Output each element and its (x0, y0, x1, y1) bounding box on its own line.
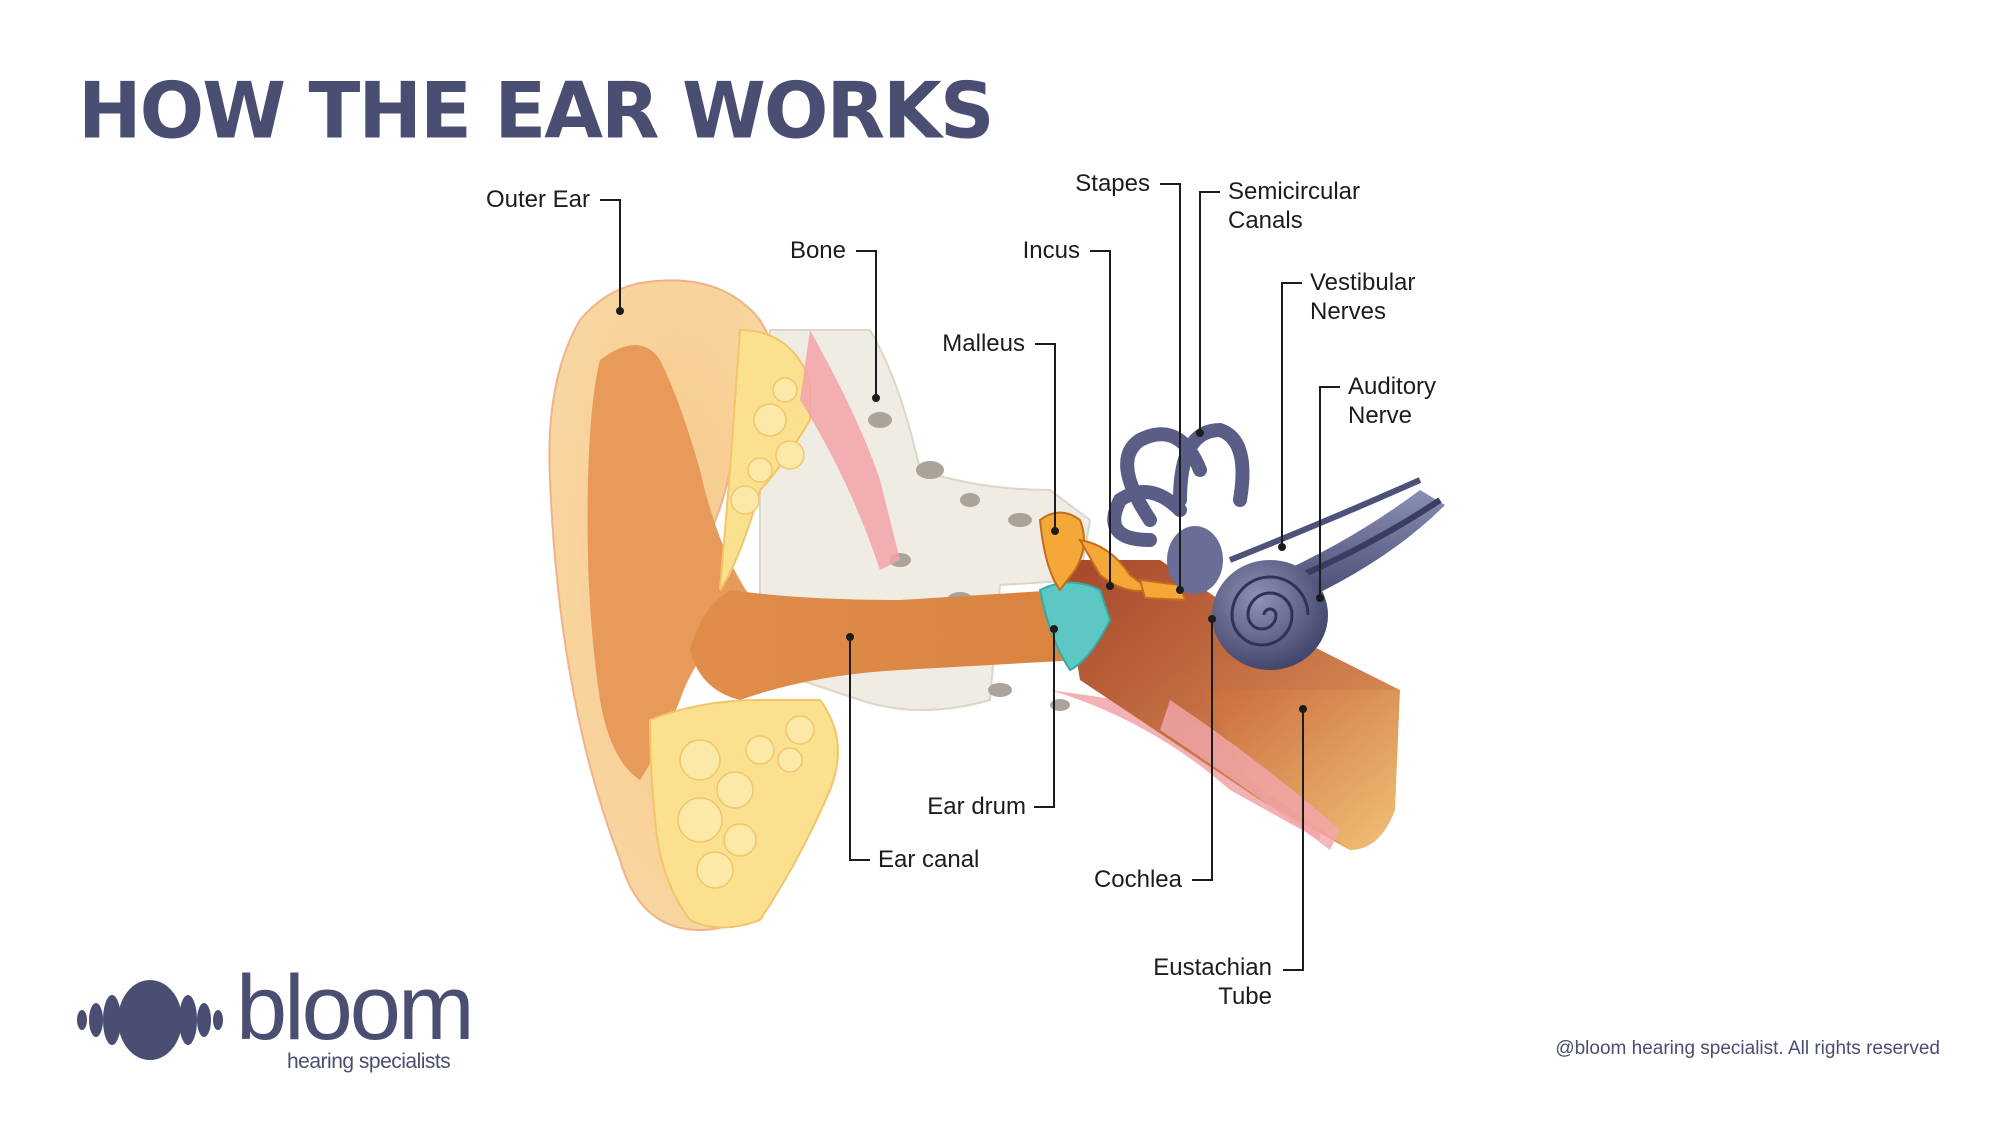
label-cochlea: Cochlea (1093, 866, 1182, 893)
eustachian-tube-shape (1200, 690, 1400, 850)
leader-stapes (1160, 183, 1181, 590)
label-ear-canal: Ear canal (878, 846, 980, 873)
leader-eustachian (1283, 710, 1304, 971)
label-semicircular-canals: Semicircular Canals (1228, 177, 1360, 235)
label-auditory-nerve: Auditory Nerve (1348, 372, 1436, 430)
outer-ear-shape (548, 279, 839, 932)
leader-malleus (1035, 343, 1056, 530)
leader-semicircular (1199, 191, 1220, 432)
label-vestibular-nerves-line1: Vestibular (1310, 269, 1416, 296)
leader-ear-drum (1034, 630, 1055, 808)
leader-vestibular (1281, 282, 1302, 546)
label-auditory-nerve-line1: Auditory (1348, 373, 1437, 400)
leader-outer-ear (600, 199, 621, 310)
semicircular-canals-shape (1107, 422, 1250, 547)
brand-tagline: hearing specialists (287, 1050, 451, 1073)
label-semicircular-canals-line1: Semicircular (1228, 178, 1361, 205)
label-auditory-nerve-line2: Nerve (1348, 402, 1413, 429)
eustachian-tube-muscle (1160, 700, 1340, 850)
page-title: HOW THE EAR WORKS (78, 65, 995, 156)
label-ear-drum: Ear drum (927, 793, 1026, 820)
leader-auditory (1319, 386, 1340, 597)
leader-ear-canal (849, 638, 870, 861)
label-eustachian-tube-line1: Eustachian (1153, 954, 1272, 981)
leader-bone (856, 250, 877, 397)
label-vestibular-nerves-line2: Nerves (1310, 298, 1387, 325)
ear-drum-shape (1038, 581, 1112, 672)
bloom-logo-mark (77, 980, 223, 1060)
leader-lines (600, 183, 1340, 971)
label-semicircular-canals-line2: Canals (1228, 207, 1303, 234)
label-eustachian-tube-line2: Tube (1218, 983, 1272, 1010)
copyright-text: @bloom hearing specialist. All rights re… (1555, 1038, 1940, 1059)
ossicles (1038, 511, 1187, 602)
leader-cochlea (1192, 620, 1213, 881)
vestibule-shape (1167, 526, 1223, 594)
leader-incus (1090, 250, 1111, 585)
label-vestibular-nerves: Vestibular Nerves (1310, 268, 1415, 326)
label-stapes: Stapes (1075, 170, 1150, 197)
label-malleus: Malleus (942, 330, 1025, 357)
label-bone: Bone (789, 237, 846, 264)
canal-muscle-upper (800, 330, 900, 570)
canal-muscle-lower (1050, 690, 1320, 840)
label-incus: Incus (1022, 237, 1080, 264)
cochlea-shape (1212, 560, 1328, 670)
label-eustachian-tube: Eustachian Tube (1130, 953, 1272, 1011)
ear-canal-shape (690, 590, 1080, 700)
label-outer-ear: Outer Ear (485, 186, 590, 213)
brand-name: bloom (236, 957, 475, 1059)
